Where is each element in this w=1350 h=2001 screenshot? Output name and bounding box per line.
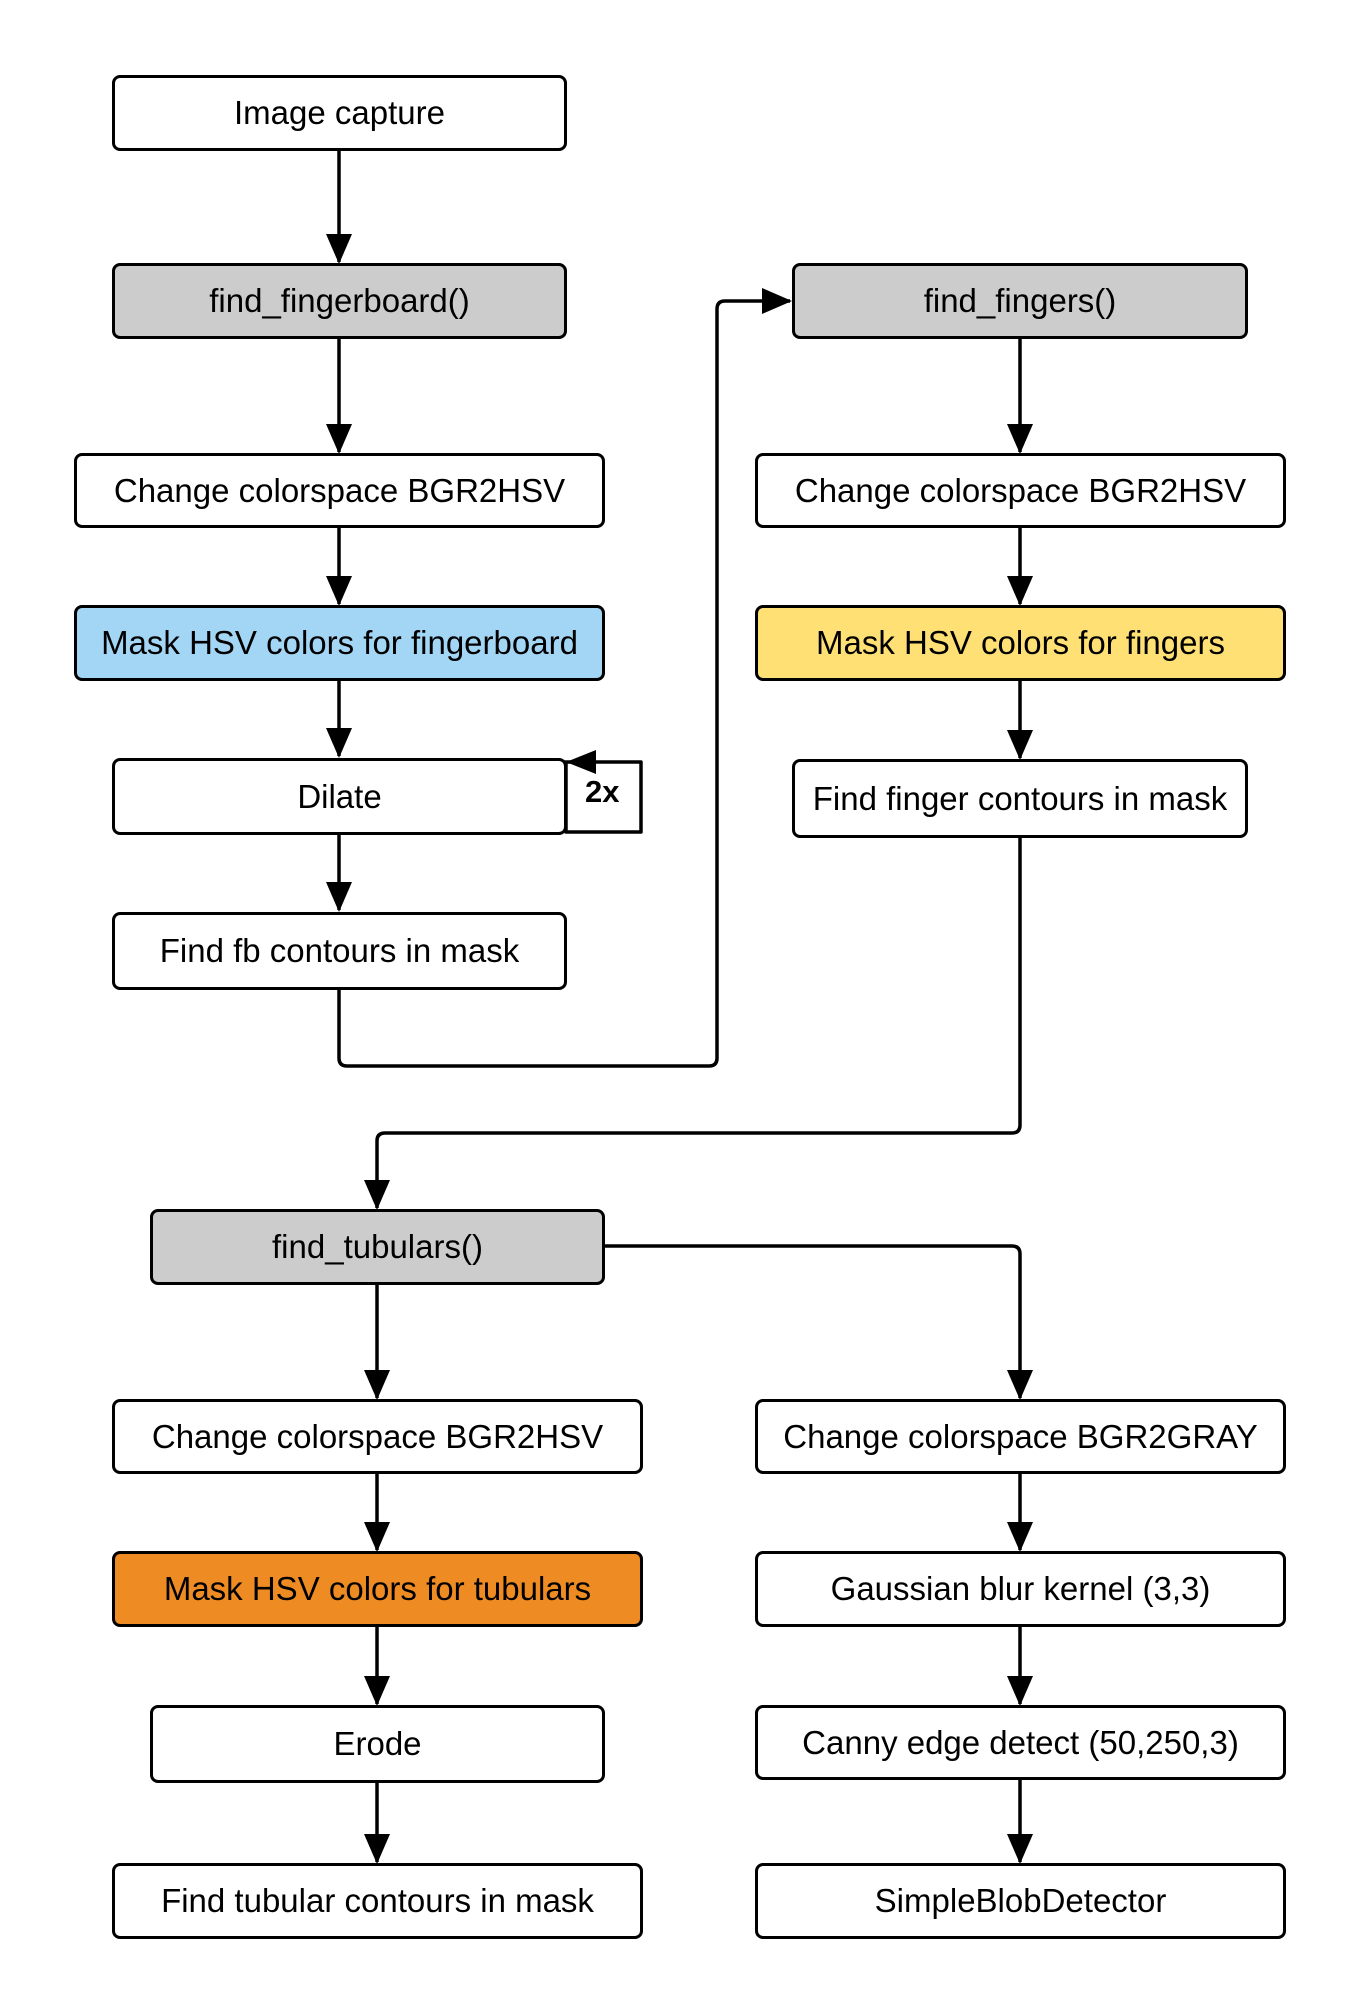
node-canny: Canny edge detect (50,250,3): [755, 1705, 1286, 1780]
node-tu-colorspace: Change colorspace BGR2HSV: [112, 1399, 643, 1474]
node-gray-colorspace: Change colorspace BGR2GRAY: [755, 1399, 1286, 1474]
node-dilate: Dilate: [112, 758, 567, 835]
node-fi-colorspace: Change colorspace BGR2HSV: [755, 453, 1286, 528]
arrow-find-tubulars-to-gray: [604, 1244, 1033, 1400]
node-fi-contours: Find finger contours in mask: [792, 759, 1248, 838]
node-tu-contours: Find tubular contours in mask: [112, 1863, 643, 1939]
node-fi-mask: Mask HSV colors for fingers: [755, 605, 1286, 681]
node-tu-mask: Mask HSV colors for tubulars: [112, 1551, 643, 1627]
node-find-fingerboard: find_fingerboard(): [112, 263, 567, 339]
node-find-fingers: find_fingers(): [792, 263, 1248, 339]
node-fb-colorspace: Change colorspace BGR2HSV: [74, 453, 605, 528]
node-find-tubulars: find_tubulars(): [150, 1209, 605, 1285]
node-blob: SimpleBlobDetector: [755, 1863, 1286, 1939]
node-erode: Erode: [150, 1705, 605, 1783]
arrow-fi-contours-to-find-tubulars: [364, 838, 1022, 1210]
arrow-fb-contours-to-find-fingers: [337, 288, 792, 1068]
node-fb-contours: Find fb contours in mask: [112, 912, 567, 990]
node-fb-mask: Mask HSV colors for fingerboard: [74, 605, 605, 681]
dilate-repeat-label: 2x: [585, 774, 620, 809]
node-image-capture: Image capture: [112, 75, 567, 151]
node-gaussian: Gaussian blur kernel (3,3): [755, 1551, 1286, 1627]
dilate-loop-arrowhead: [566, 750, 596, 774]
